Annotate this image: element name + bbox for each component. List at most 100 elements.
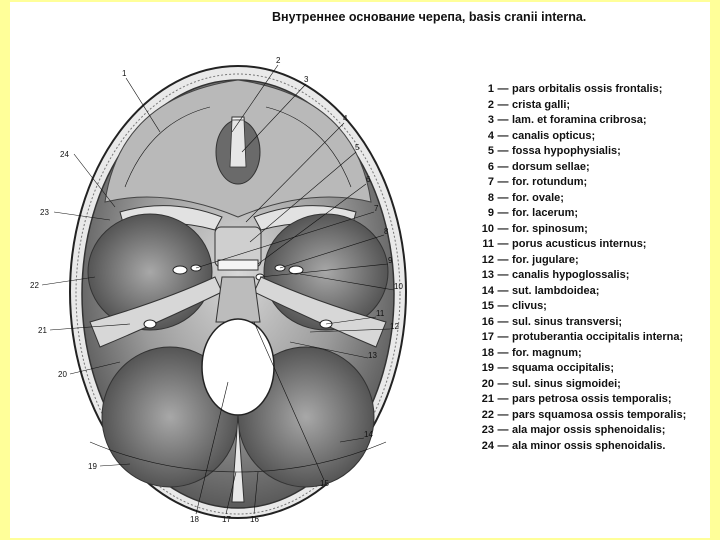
figure-label: 23: [40, 208, 49, 217]
legend-number: 10: [476, 222, 494, 238]
legend-number: 5: [476, 144, 494, 160]
legend-item: 10—for. spinosum;: [476, 222, 716, 238]
figure-label: 9: [388, 256, 393, 265]
figure-label: 15: [320, 479, 329, 488]
legend-dash: —: [494, 82, 512, 98]
legend-text: sul. sinus sigmoidei;: [512, 378, 621, 390]
legend-text: dorsum sellae;: [512, 161, 590, 173]
legend-number: 9: [476, 206, 494, 222]
legend-number: 13: [476, 268, 494, 284]
legend-text: ala major ossis sphenoidalis;: [512, 424, 665, 436]
legend-item: 20—sul. sinus sigmoidei;: [476, 377, 716, 393]
legend-item: 7—for. rotundum;: [476, 175, 716, 191]
figure-label: 20: [58, 370, 67, 379]
figure-label: 17: [222, 515, 231, 524]
legend-item: 5—fossa hypophysialis;: [476, 144, 716, 160]
legend-dash: —: [494, 113, 512, 129]
legend-item: 8—for. ovale;: [476, 191, 716, 207]
legend-dash: —: [494, 253, 512, 269]
figure-label: 24: [60, 150, 69, 159]
legend-item: 13—canalis hypoglossalis;: [476, 268, 716, 284]
figure-label: 8: [384, 227, 389, 236]
legend-dash: —: [494, 160, 512, 176]
figure-label: 6: [366, 175, 371, 184]
legend-text: pars petrosa ossis temporalis;: [512, 393, 672, 405]
legend-text: sul. sinus transversi;: [512, 316, 622, 328]
legend-dash: —: [494, 129, 512, 145]
legend-text: pars orbitalis ossis frontalis;: [512, 83, 662, 95]
legend-dash: —: [494, 361, 512, 377]
legend-number: 20: [476, 377, 494, 393]
legend-number: 12: [476, 253, 494, 269]
legend-dash: —: [494, 346, 512, 362]
legend-number: 16: [476, 315, 494, 331]
legend-number: 2: [476, 98, 494, 114]
legend-number: 1: [476, 82, 494, 98]
legend-text: squama occipitalis;: [512, 362, 614, 374]
legend-text: for. lacerum;: [512, 207, 578, 219]
legend-text: for. ovale;: [512, 192, 564, 204]
legend-dash: —: [494, 408, 512, 424]
legend-number: 17: [476, 330, 494, 346]
figure-label: 14: [364, 430, 373, 439]
figure-label: 16: [250, 515, 259, 524]
legend-text: for. magnum;: [512, 347, 582, 359]
legend-text: clivus;: [512, 300, 547, 312]
legend-number: 8: [476, 191, 494, 207]
legend-text: protuberantia occipitalis interna;: [512, 331, 683, 343]
figure-label: 7: [374, 204, 379, 213]
legend-dash: —: [494, 268, 512, 284]
legend-dash: —: [494, 392, 512, 408]
legend-number: 23: [476, 423, 494, 439]
legend-text: for. spinosum;: [512, 223, 588, 235]
legend-number: 14: [476, 284, 494, 300]
legend-number: 7: [476, 175, 494, 191]
legend-text: sut. lambdoidea;: [512, 285, 599, 297]
figure-label: 1: [122, 69, 127, 78]
legend-number: 22: [476, 408, 494, 424]
legend-number: 24: [476, 439, 494, 455]
legend-item: 3—lam. et foramina cribrosa;: [476, 113, 716, 129]
legend-text: for. rotundum;: [512, 176, 587, 188]
legend-number: 19: [476, 361, 494, 377]
legend-dash: —: [494, 423, 512, 439]
legend-list: 1—pars orbitalis ossis frontalis;2—crist…: [476, 82, 716, 454]
legend-dash: —: [494, 284, 512, 300]
legend-number: 15: [476, 299, 494, 315]
figure-label: 12: [390, 322, 399, 331]
legend-dash: —: [494, 237, 512, 253]
legend-text: fossa hypophysialis;: [512, 145, 621, 157]
legend-item: 4—canalis opticus;: [476, 129, 716, 145]
slide: Внутреннее основание черепа, basis crani…: [10, 2, 710, 538]
legend-dash: —: [494, 377, 512, 393]
legend-text: porus acusticus internus;: [512, 238, 646, 250]
figure-label: 3: [304, 75, 309, 84]
figure-label: 5: [355, 143, 360, 152]
legend-dash: —: [494, 206, 512, 222]
legend-item: 15—clivus;: [476, 299, 716, 315]
legend-text: for. jugulare;: [512, 254, 579, 266]
figure-label: 10: [394, 282, 403, 291]
legend-text: ala minor ossis sphenoidalis.: [512, 440, 665, 452]
legend-number: 4: [476, 129, 494, 145]
legend-item: 6—dorsum sellae;: [476, 160, 716, 176]
legend-item: 18—for. magnum;: [476, 346, 716, 362]
legend-item: 23—ala major ossis sphenoidalis;: [476, 423, 716, 439]
legend-item: 9—for. lacerum;: [476, 206, 716, 222]
legend-item: 16—sul. sinus transversi;: [476, 315, 716, 331]
legend-number: 21: [476, 392, 494, 408]
legend-item: 21—pars petrosa ossis temporalis;: [476, 392, 716, 408]
legend-dash: —: [494, 175, 512, 191]
legend-number: 3: [476, 113, 494, 129]
figure-label: 22: [30, 281, 39, 290]
legend-number: 11: [476, 237, 494, 253]
legend-dash: —: [494, 144, 512, 160]
legend-text: canalis opticus;: [512, 130, 595, 142]
legend-dash: —: [494, 439, 512, 455]
legend-dash: —: [494, 330, 512, 346]
legend-dash: —: [494, 299, 512, 315]
legend-item: 14—sut. lambdoidea;: [476, 284, 716, 300]
legend-dash: —: [494, 191, 512, 207]
legend-dash: —: [494, 222, 512, 238]
figure-label: 4: [343, 114, 348, 123]
